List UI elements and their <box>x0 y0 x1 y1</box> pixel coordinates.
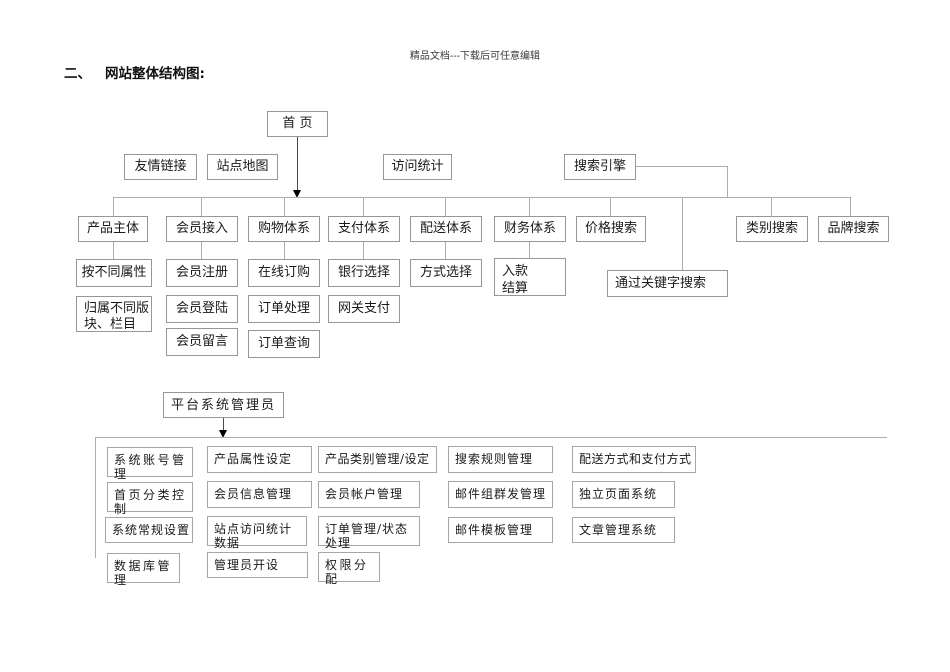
node-admin-product-category: 产品类别管理/设定 <box>318 446 437 473</box>
connector-drop <box>529 197 530 216</box>
connector-keyword-drop <box>682 197 683 270</box>
node-order-query: 订单查询 <box>248 330 320 358</box>
node-admin-mail-template: 邮件模板管理 <box>448 517 553 543</box>
node-admin-permission-assign: 权限分配 <box>318 552 380 586</box>
down-arrow-icon <box>219 430 227 438</box>
connector-row2-rail <box>113 197 851 198</box>
node-gateway-pay: 网关支付 <box>328 295 400 323</box>
node-payment-settle: 入款结算 <box>494 258 566 296</box>
connector-child-drop <box>529 242 530 258</box>
node-order-process: 订单处理 <box>248 295 320 323</box>
node-admin-member-account: 会员帐户管理 <box>318 481 420 508</box>
node-member-message: 会员留言 <box>166 328 238 356</box>
node-belong-section: 归属不同版块、栏目 <box>76 296 152 332</box>
node-friend-links: 友情链接 <box>124 154 197 180</box>
node-keyword-search: 通过关键字搜索 <box>607 270 728 297</box>
connector-child-drop <box>445 242 446 259</box>
node-method-select: 方式选择 <box>410 259 482 287</box>
node-search-engine: 搜索引擎 <box>564 154 636 180</box>
node-admin-product-attr: 产品属性设定 <box>207 446 312 473</box>
connector-child-drop <box>363 242 364 259</box>
connector-child-drop <box>113 242 114 259</box>
down-arrow-icon <box>293 190 301 198</box>
connector-drop <box>284 197 285 216</box>
node-bank-select: 银行选择 <box>328 259 400 287</box>
connector-drop <box>610 197 611 216</box>
heading-title: 网站整体结构图: <box>105 66 205 82</box>
node-member-access: 会员接入 <box>166 216 238 242</box>
connector-drop <box>445 197 446 216</box>
node-admin-system-general: 系统常规设置 <box>105 517 193 543</box>
node-price-search: 价格搜索 <box>576 216 646 242</box>
node-finance-system: 财务体系 <box>494 216 566 242</box>
node-admin-article-system: 文章管理系统 <box>572 517 675 543</box>
node-shopping-system: 购物体系 <box>248 216 320 242</box>
node-delivery-system: 配送体系 <box>410 216 482 242</box>
node-admin-homepage-category: 首页分类控制 <box>107 482 193 516</box>
node-admin-create: 管理员开设 <box>207 552 308 578</box>
connector-search-engine-v <box>727 166 728 198</box>
node-admin-standalone-page: 独立页面系统 <box>572 481 675 508</box>
node-platform-admin: 平台系统管理员 <box>163 392 284 418</box>
connector-child-drop <box>284 242 285 259</box>
node-product-main: 产品主体 <box>78 216 148 242</box>
connector-drop <box>201 197 202 216</box>
node-admin-database-mgmt: 数据库管理 <box>107 553 180 587</box>
node-admin-account-mgmt: 系统账号管理 <box>107 447 193 481</box>
node-by-attribute: 按不同属性 <box>76 259 152 287</box>
heading-index: 二、 <box>64 66 91 82</box>
node-brand-search: 品牌搜索 <box>818 216 889 242</box>
connector-drop <box>771 197 772 216</box>
node-admin-delivery-payment: 配送方式和支付方式 <box>572 446 696 473</box>
node-payment-system: 支付体系 <box>328 216 400 242</box>
node-site-map: 站点地图 <box>207 154 278 180</box>
connector-home-down <box>297 137 298 191</box>
connector-drop <box>113 197 114 216</box>
connector-admin-rail <box>95 437 887 438</box>
connector-child-drop <box>201 242 202 259</box>
connector-drop <box>850 197 851 216</box>
node-admin-mail-group: 邮件组群发管理 <box>448 481 553 508</box>
node-admin-member-info: 会员信息管理 <box>207 481 312 508</box>
node-admin-site-stats: 站点访问统计数据 <box>207 516 307 550</box>
connector-admin-spine <box>95 437 96 558</box>
node-visit-stats: 访问统计 <box>383 154 452 180</box>
node-admin-order-status: 订单管理/状态处理 <box>318 516 420 550</box>
connector-admin-down <box>223 418 224 431</box>
connector-drop <box>363 197 364 216</box>
section-heading: 二、网站整体结构图: <box>64 62 205 82</box>
node-payment-settle-label: 入款结算 <box>502 264 529 296</box>
node-admin-search-rules: 搜索规则管理 <box>448 446 553 473</box>
connector-search-engine-h <box>636 166 727 167</box>
watermark-text: 精品文档---下载后可任意编辑 <box>409 51 541 62</box>
node-online-order: 在线订购 <box>248 259 320 287</box>
node-home: 首 页 <box>267 111 328 137</box>
node-member-login: 会员登陆 <box>166 295 238 323</box>
node-category-search: 类别搜索 <box>736 216 808 242</box>
node-member-register: 会员注册 <box>166 259 238 287</box>
